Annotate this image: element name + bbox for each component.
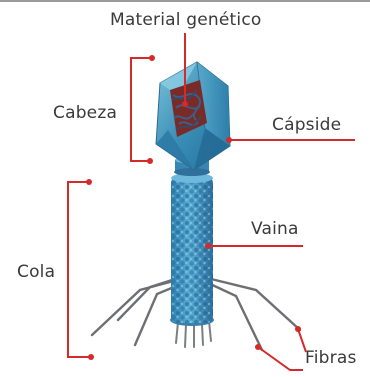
callout-dot-cola-top (86, 179, 92, 185)
label-cabeza: Cabeza (53, 105, 117, 122)
callout-dot-fibras-2 (295, 326, 301, 332)
callout-dot-material (182, 101, 188, 107)
callout-dot-cabeza-bottom (147, 158, 153, 164)
label-capside: Cápside (272, 117, 341, 134)
callout-dot-vaina (205, 243, 211, 249)
label-material-genetico: Material genético (110, 12, 262, 29)
callout-dot-capside (226, 137, 232, 143)
callout-cola (68, 182, 91, 357)
callout-dot-fibras-1 (255, 344, 261, 350)
callout-dot-cabeza-top (149, 55, 155, 61)
label-fibras: Fibras (305, 350, 357, 367)
label-vaina: Vaina (251, 221, 299, 238)
callout-cabeza (131, 58, 152, 161)
callout-fibras (258, 329, 306, 370)
callout-dot-cola-bottom (88, 354, 94, 360)
label-cola: Cola (17, 264, 55, 281)
